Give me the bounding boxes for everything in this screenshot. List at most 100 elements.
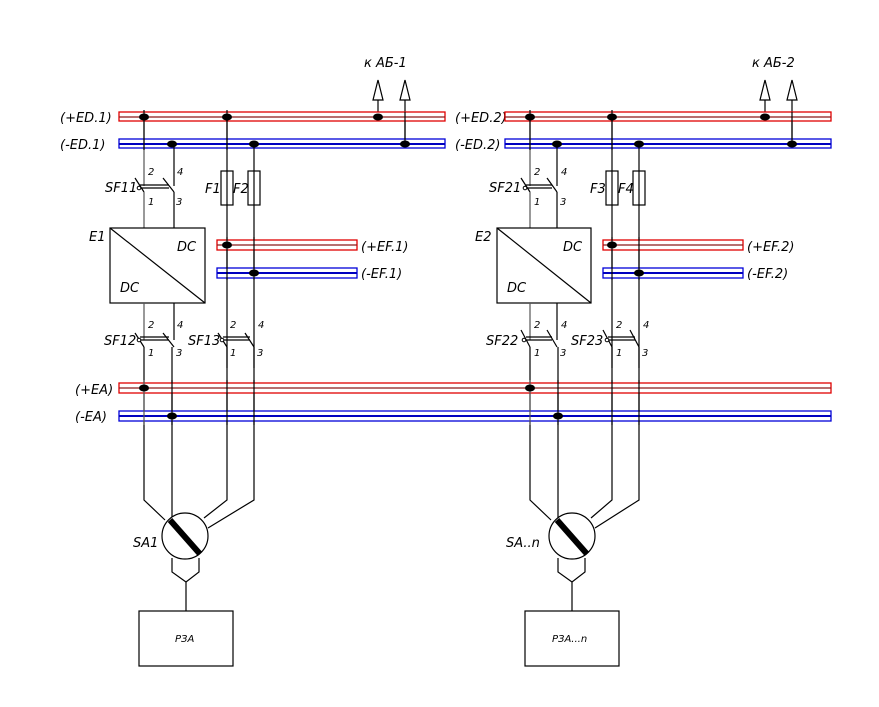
circuit-breaker-sf13 bbox=[217, 332, 255, 348]
pin-label: 4 bbox=[177, 320, 183, 331]
bus-pos-ed2 bbox=[504, 111, 832, 122]
bus-label-neg-ef1: (-EF.1) bbox=[361, 267, 402, 282]
junction-dot bbox=[607, 241, 617, 249]
pin-label: 3 bbox=[176, 348, 182, 359]
svg-text:DC: DC bbox=[177, 240, 197, 255]
junction-dot bbox=[607, 113, 617, 121]
junction-dot bbox=[222, 241, 232, 249]
common-buses: (+EA) (-EA) bbox=[75, 382, 832, 425]
dc-dc-converter-e2: DC DC bbox=[496, 227, 592, 304]
breaker-label: SF13 bbox=[188, 334, 220, 349]
breaker-label: SF12 bbox=[104, 334, 136, 349]
junction-dot bbox=[249, 269, 259, 277]
section-2: к АБ-2 (+ED.2) (-ED.2) bbox=[455, 56, 832, 667]
fuse-label: F1 bbox=[205, 182, 221, 197]
pin-label: 2 bbox=[534, 320, 540, 331]
junction-dot bbox=[634, 140, 644, 148]
circuit-breaker-sf12 bbox=[134, 332, 175, 348]
bus-label-pos-ed2: (+ED.2) bbox=[455, 111, 507, 126]
circuit-breaker-sf11 bbox=[134, 177, 175, 228]
pin-label: 3 bbox=[176, 197, 182, 208]
pin-label: 2 bbox=[230, 320, 236, 331]
pin-label: 4 bbox=[643, 320, 649, 331]
breaker-label: SF11 bbox=[105, 181, 137, 196]
svg-text:DC: DC bbox=[507, 281, 527, 296]
junction-dots bbox=[139, 113, 797, 420]
breaker-label: SF21 bbox=[489, 181, 521, 196]
circuit-breaker-sf23 bbox=[602, 329, 640, 348]
junction-dot bbox=[525, 384, 535, 392]
pin-label: 1 bbox=[616, 348, 622, 359]
pin-label: 3 bbox=[560, 197, 566, 208]
junction-dot bbox=[760, 113, 770, 121]
pin-label: 2 bbox=[534, 167, 540, 178]
converter-label: E1 bbox=[89, 230, 106, 245]
pin-label: 4 bbox=[258, 320, 264, 331]
pin-label: 4 bbox=[177, 167, 183, 178]
pin-label: 1 bbox=[534, 348, 540, 359]
bus-neg-ef1 bbox=[216, 267, 358, 279]
pin-label: 4 bbox=[561, 320, 567, 331]
bus-pos-ef2 bbox=[602, 239, 744, 251]
junction-dot bbox=[634, 269, 644, 277]
selector-switch-sa1 bbox=[161, 512, 209, 611]
bus-label-pos-ef1: (+EF.1) bbox=[361, 240, 408, 255]
relay-box bbox=[138, 610, 234, 667]
junction-dot bbox=[373, 113, 383, 121]
junction-dot bbox=[249, 140, 259, 148]
bus-neg-ea bbox=[118, 410, 832, 422]
junction-dot bbox=[400, 140, 410, 148]
bus-pos-ed1 bbox=[118, 111, 446, 122]
bus-label-neg-ea: (-EA) bbox=[75, 410, 107, 425]
pin-label: 3 bbox=[642, 348, 648, 359]
junction-dot bbox=[167, 140, 177, 148]
pin-label: 1 bbox=[148, 197, 154, 208]
circuit-breaker-sf21 bbox=[520, 177, 558, 228]
svg-text:DC: DC bbox=[120, 281, 140, 296]
junction-dot bbox=[139, 384, 149, 392]
dc-dc-converter-e1: DC DC bbox=[109, 227, 206, 304]
pin-label: 1 bbox=[534, 197, 540, 208]
pin-label: 3 bbox=[257, 348, 263, 359]
junction-dot bbox=[787, 140, 797, 148]
bus-label-neg-ef2: (-EF.2) bbox=[747, 267, 788, 282]
pin-label: 3 bbox=[560, 348, 566, 359]
pin-label: 4 bbox=[561, 167, 567, 178]
junction-dot bbox=[553, 412, 563, 420]
fuse-label: F4 bbox=[618, 182, 634, 197]
bus-pos-ef1 bbox=[216, 239, 358, 251]
svg-text:DC: DC bbox=[563, 240, 583, 255]
selector-label: SA..n bbox=[506, 536, 540, 551]
junction-dot bbox=[525, 113, 535, 121]
junction-dot bbox=[552, 140, 562, 148]
bus-label-pos-ed1: (+ED.1) bbox=[60, 111, 112, 126]
relay-label: РЗА bbox=[175, 634, 194, 645]
junction-dot bbox=[167, 412, 177, 420]
selector-switch-san bbox=[548, 512, 596, 611]
bus-label-pos-ef2: (+EF.2) bbox=[747, 240, 794, 255]
bus-pos-ea bbox=[118, 382, 832, 394]
pin-label: 2 bbox=[148, 320, 154, 331]
pin-label: 2 bbox=[148, 167, 154, 178]
battery-ref-label: к АБ-1 bbox=[364, 56, 407, 71]
fuse-label: F3 bbox=[590, 182, 606, 197]
junction-dot bbox=[222, 113, 232, 121]
bus-label-neg-ed1: (-ED.1) bbox=[60, 138, 105, 153]
junction-dot bbox=[139, 113, 149, 121]
pin-label: 1 bbox=[230, 348, 236, 359]
circuit-breaker-sf22 bbox=[520, 329, 558, 348]
battery-ref-label: к АБ-2 bbox=[752, 56, 795, 71]
breaker-label: SF22 bbox=[486, 334, 518, 349]
bus-label-pos-ea: (+EA) bbox=[75, 383, 113, 398]
bus-label-neg-ed2: (-ED.2) bbox=[455, 138, 500, 153]
converter-label: E2 bbox=[475, 230, 492, 245]
fuse-label: F2 bbox=[233, 182, 249, 197]
breaker-label: SF23 bbox=[571, 334, 603, 349]
relay-box bbox=[524, 610, 620, 667]
pin-label: 1 bbox=[148, 348, 154, 359]
bus-neg-ef2 bbox=[602, 267, 744, 279]
section-1: к АБ-1 (+ED.1) (-ED.1) bbox=[60, 56, 446, 667]
selector-label: SA1 bbox=[133, 536, 158, 551]
relay-label: РЗА...n bbox=[552, 634, 587, 645]
